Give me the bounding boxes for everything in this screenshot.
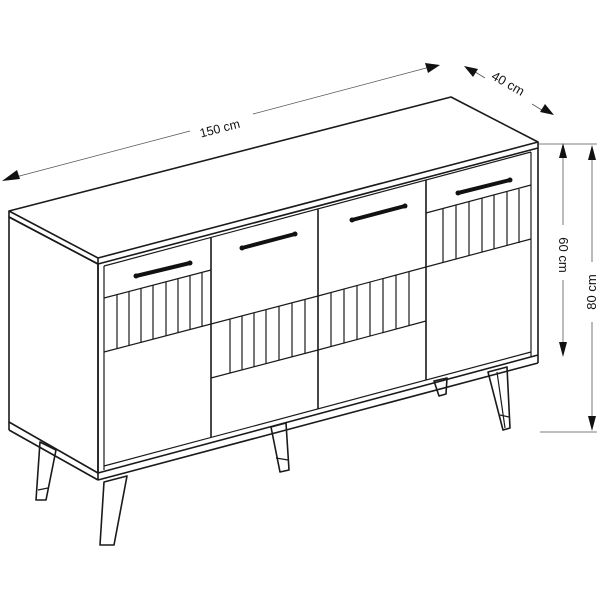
door-3[interactable] (317, 203, 427, 351)
door-handle-icon[interactable] (350, 204, 407, 222)
legs (35, 366, 511, 546)
door-1[interactable] (103, 260, 212, 353)
arrow-down-icon (588, 416, 596, 431)
fluting (442, 189, 520, 263)
leg-back-right (433, 377, 448, 397)
leg-front-left (99, 475, 128, 546)
arrow-up-icon (559, 143, 567, 158)
arrow-up-icon (588, 145, 596, 160)
cabinet-top (8, 96, 539, 259)
fluting (116, 272, 203, 349)
width-dimension: 150 cm (2, 63, 440, 181)
door-handle-icon[interactable] (240, 232, 297, 250)
fluting (229, 300, 306, 373)
cabinet-body (8, 96, 539, 481)
door-2[interactable] (210, 231, 319, 379)
arrow-down-icon (559, 342, 567, 357)
body-height-dimension: 60 cm (556, 143, 571, 357)
depth-label: 40 cm (489, 68, 527, 99)
fluting (330, 272, 410, 347)
door-4[interactable] (425, 177, 532, 268)
arrow-up-left-icon (464, 66, 478, 77)
body-height-label: 60 cm (556, 237, 571, 272)
leg-back-left (35, 441, 57, 501)
arrow-left-icon (2, 170, 20, 181)
door-handle-icon[interactable] (134, 261, 192, 278)
cabinet-left-side (8, 216, 99, 474)
leg-front-right (487, 366, 511, 431)
leg-middle (270, 422, 290, 473)
arrow-down-right-icon (540, 104, 554, 115)
door-handle-icon[interactable] (456, 178, 512, 195)
total-height-dimension: 80 cm (538, 143, 599, 433)
depth-dimension: 40 cm (464, 66, 554, 115)
arrow-right-icon (425, 63, 440, 73)
total-height-label: 80 cm (584, 274, 599, 309)
width-label: 150 cm (198, 117, 241, 141)
